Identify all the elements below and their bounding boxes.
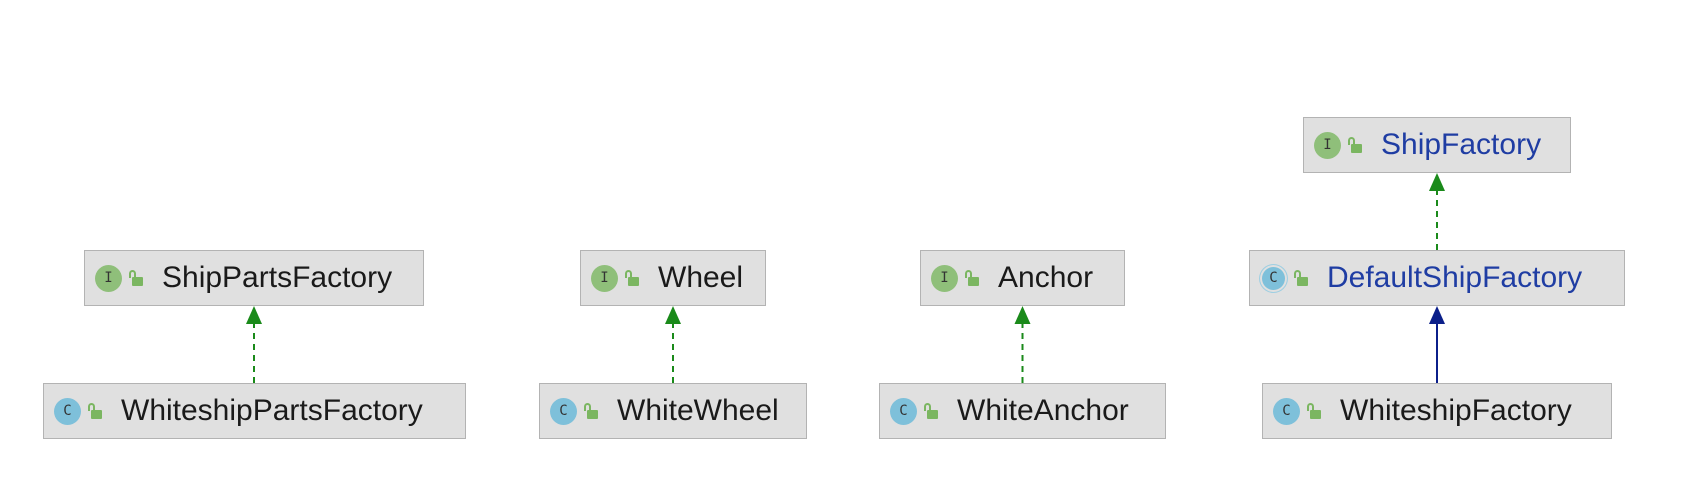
interface-badge-icon: I: [1314, 131, 1341, 159]
node-ship-parts-factory[interactable]: I ShipPartsFactory: [84, 250, 424, 306]
node-whiteship-parts-factory[interactable]: C WhiteshipPartsFactory: [43, 383, 466, 439]
node-label: WhiteAnchor: [957, 394, 1129, 427]
interface-badge-icon: I: [95, 264, 122, 292]
node-white-anchor[interactable]: C WhiteAnchor: [879, 383, 1166, 439]
node-label: WhiteshipFactory: [1340, 394, 1572, 427]
arrowhead: [1014, 306, 1031, 324]
node-label: WhiteWheel: [617, 394, 779, 427]
node-label: WhiteshipPartsFactory: [121, 394, 423, 427]
class-badge-icon: C: [1273, 397, 1300, 425]
arrowhead: [1429, 306, 1445, 324]
class-badge-icon: C: [54, 397, 81, 425]
node-label: Wheel: [658, 261, 744, 294]
node-label: ShipFactory: [1381, 128, 1542, 161]
unlocked-icon: [964, 269, 980, 287]
node-label: Anchor: [998, 261, 1094, 294]
arrowhead: [665, 306, 681, 324]
class-badge-icon: C: [890, 397, 917, 425]
node-wheel[interactable]: I Wheel: [580, 250, 766, 306]
node-default-ship-factory[interactable]: C DefaultShipFactory: [1249, 250, 1625, 306]
node-label: ShipPartsFactory: [162, 261, 393, 294]
unlocked-icon: [1306, 402, 1322, 420]
unlocked-icon: [624, 269, 640, 287]
unlocked-icon: [923, 402, 939, 420]
interface-badge-icon: I: [931, 264, 958, 292]
interface-badge-icon: I: [591, 264, 618, 292]
unlocked-icon: [1347, 136, 1363, 154]
node-anchor[interactable]: I Anchor: [920, 250, 1125, 306]
node-label: DefaultShipFactory: [1327, 261, 1583, 294]
unlocked-icon: [1293, 269, 1309, 287]
unlocked-icon: [583, 402, 599, 420]
node-whiteship-factory[interactable]: C WhiteshipFactory: [1262, 383, 1612, 439]
node-ship-factory[interactable]: I ShipFactory: [1303, 117, 1571, 173]
arrowhead: [1429, 173, 1445, 191]
unlocked-icon: [87, 402, 103, 420]
arrowhead: [246, 306, 262, 324]
unlocked-icon: [128, 269, 144, 287]
class-badge-icon: C: [550, 397, 577, 425]
node-white-wheel[interactable]: C WhiteWheel: [539, 383, 807, 439]
abstract-class-badge-icon: C: [1260, 264, 1287, 292]
